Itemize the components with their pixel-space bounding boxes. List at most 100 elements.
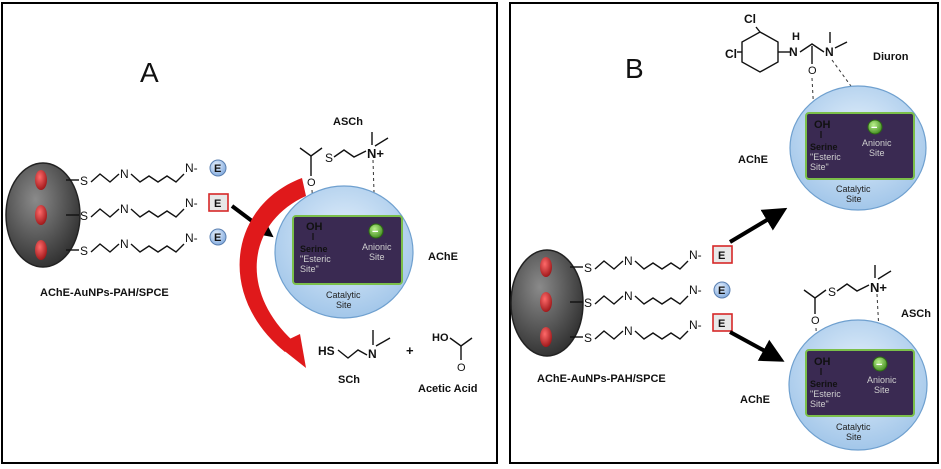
gold-nanoparticle	[35, 240, 47, 260]
svg-text:Site: Site	[869, 148, 885, 158]
svg-text:Anionic: Anionic	[862, 138, 892, 148]
svg-text:Cl: Cl	[744, 12, 756, 26]
svg-text:N: N	[624, 289, 633, 303]
enzyme-e-circle	[209, 159, 227, 177]
asch-molecule-a: ASCh O S N+	[299, 116, 389, 225]
panel-b-letter: B	[625, 53, 644, 84]
thio-s: S	[325, 151, 333, 165]
electrode-a	[5, 162, 81, 268]
svg-text:S: S	[584, 261, 592, 275]
svg-text:Site: Site	[336, 300, 352, 310]
svg-text:Diuron: Diuron	[873, 51, 909, 63]
svg-text:N: N	[624, 254, 633, 268]
svg-text:ASCh: ASCh	[333, 116, 363, 128]
svg-text:Anionic: Anionic	[867, 375, 897, 385]
svg-text:Serine: Serine	[810, 379, 838, 389]
svg-text:−: −	[871, 122, 877, 134]
svg-text:N: N	[120, 167, 129, 181]
electrode-label-a: AChE-AuNPs-PAH/SPCE	[40, 287, 169, 299]
svg-text:N: N	[624, 324, 633, 338]
svg-text:N-: N-	[185, 196, 198, 210]
svg-text:Site: Site	[846, 432, 862, 442]
svg-text:S: S	[80, 209, 88, 223]
chain-b-3: S N N- E	[570, 313, 733, 345]
svg-text:Serine: Serine	[810, 142, 838, 152]
plus-sign: +	[406, 343, 414, 358]
enzyme-e-circle	[713, 281, 731, 299]
svg-text:N-: N-	[689, 283, 702, 297]
svg-text:OH: OH	[814, 356, 831, 368]
panel-a-letter: A	[140, 57, 159, 88]
enzyme-b-bottom: OH Serine "Esteric Site" − Anionic Site …	[788, 319, 928, 451]
asch-molecule-b: O S N+ ASCh	[803, 265, 931, 351]
red-reaction-arrow	[239, 178, 306, 368]
svg-text:N: N	[789, 45, 798, 59]
enzyme-b-top: OH Serine "Esteric Site" − Anionic Site …	[789, 85, 927, 211]
svg-text:E: E	[214, 163, 221, 175]
svg-text:Cl: Cl	[725, 47, 737, 61]
panel-b-frame	[509, 2, 939, 464]
svg-text:"Esteric: "Esteric	[300, 254, 331, 264]
svg-text:S: S	[828, 285, 836, 299]
svg-text:N: N	[120, 237, 129, 251]
svg-text:Catalytic: Catalytic	[836, 184, 871, 194]
gold-nanoparticle	[35, 170, 47, 190]
arrow-to-enzyme-top	[728, 207, 788, 244]
svg-text:Site: Site	[874, 385, 890, 395]
electrode-label-b: AChE-AuNPs-PAH/SPCE	[537, 373, 666, 385]
enzyme-e-circle	[209, 228, 227, 246]
minus-icon	[368, 223, 384, 239]
svg-text:Site": Site"	[810, 399, 829, 409]
panel-b: B Cl Cl N H O N Diuron OH Se	[509, 2, 939, 464]
svg-text:H: H	[792, 31, 800, 43]
svg-text:O: O	[457, 362, 466, 374]
electrode-b	[510, 249, 584, 357]
enzyme-label-b-top: AChE	[738, 154, 768, 166]
svg-text:E: E	[718, 285, 725, 297]
panel-a: A AChE-AuNPs-PAH/SPCE S N N- E S N N-	[1, 2, 498, 464]
gold-nanoparticle	[540, 292, 552, 312]
panel-a-frame	[1, 2, 498, 464]
enzyme-a: OH Serine "Esteric Site" − Anionic Site …	[274, 185, 414, 319]
enzyme-label-a: AChE	[428, 251, 458, 263]
svg-text:Acetic Acid: Acetic Acid	[418, 383, 478, 395]
gold-nanoparticle	[35, 205, 47, 225]
gold-nanoparticle	[540, 257, 552, 277]
svg-text:E: E	[718, 318, 725, 330]
svg-text:Site: Site	[846, 194, 862, 204]
chain-a-3: S N N- E	[66, 228, 227, 258]
svg-text:Serine: Serine	[300, 244, 328, 254]
svg-text:Site": Site"	[810, 162, 829, 172]
enzyme-e-box-highlight	[208, 193, 229, 212]
svg-text:OH: OH	[814, 119, 831, 131]
svg-text:E: E	[718, 250, 725, 262]
svg-text:S: S	[584, 296, 592, 310]
svg-text:S: S	[584, 331, 592, 345]
svg-text:S: S	[80, 174, 88, 188]
svg-text:Anionic: Anionic	[362, 242, 392, 252]
svg-text:S: S	[80, 244, 88, 258]
svg-text:O: O	[811, 315, 820, 327]
svg-text:N-: N-	[185, 161, 198, 175]
minus-icon	[867, 119, 883, 135]
svg-text:N+: N+	[870, 280, 887, 295]
chain-b-1: S N N- E	[570, 245, 733, 275]
svg-text:"Esteric: "Esteric	[810, 389, 841, 399]
diuron-molecule: Cl Cl N H O N Diuron	[725, 12, 909, 116]
svg-text:−: −	[372, 226, 378, 238]
svg-text:E: E	[214, 198, 221, 210]
minus-icon	[872, 356, 888, 372]
svg-text:E: E	[214, 232, 221, 244]
svg-text:SCh: SCh	[338, 374, 360, 386]
svg-text:"Esteric: "Esteric	[810, 152, 841, 162]
chain-a-2: S N N- E	[66, 193, 229, 223]
svg-text:N: N	[120, 202, 129, 216]
svg-text:N-: N-	[185, 231, 198, 245]
svg-text:Site: Site	[369, 252, 385, 262]
product-acetic-acid: HO O Acetic Acid	[418, 332, 478, 395]
carbonyl-o: O	[307, 177, 316, 189]
svg-text:N+: N+	[367, 146, 384, 161]
svg-text:Catalytic: Catalytic	[326, 290, 361, 300]
svg-text:N-: N-	[689, 248, 702, 262]
